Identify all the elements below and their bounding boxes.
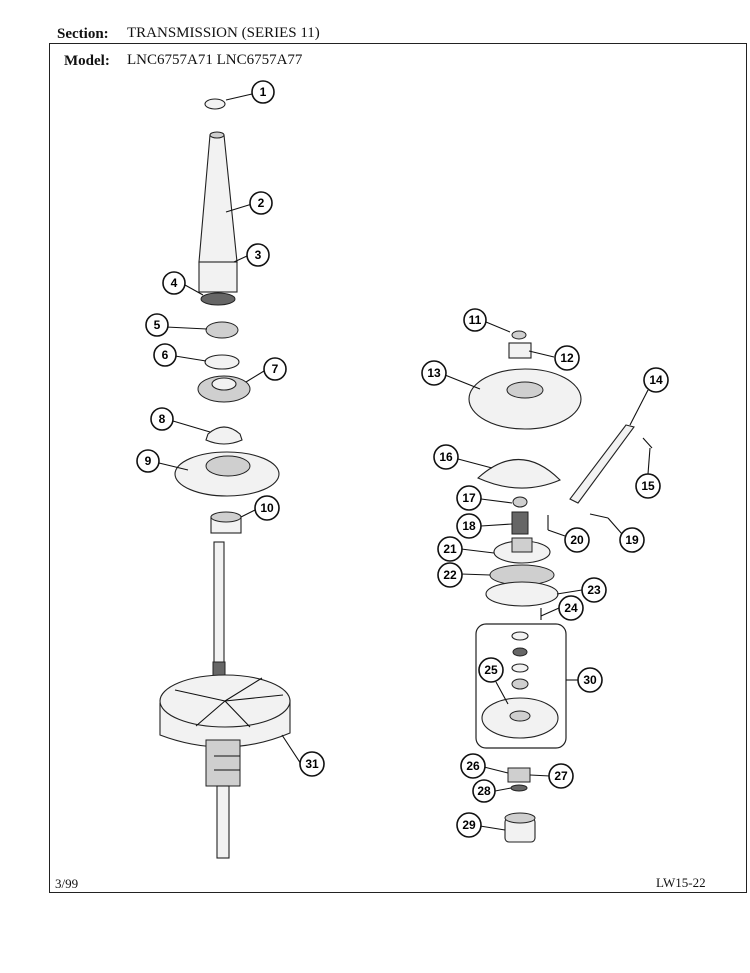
callout-25: 25: [478, 657, 504, 683]
part-16-dome: [477, 459, 561, 489]
svg-text:30: 30: [583, 673, 597, 687]
callout-24: 24: [558, 595, 584, 621]
callout-6: 6: [153, 343, 177, 367]
callout-15: 15: [635, 473, 661, 499]
part-4-seal: [200, 292, 236, 306]
callout-9: 9: [136, 449, 160, 473]
section-label: Section:: [57, 26, 109, 42]
svg-text:4: 4: [171, 276, 178, 290]
part-6-ring: [204, 354, 240, 370]
svg-text:27: 27: [554, 769, 568, 783]
part-17-cap: [512, 496, 528, 508]
callout-8: 8: [150, 407, 174, 431]
svg-text:8: 8: [159, 412, 166, 426]
footer-date: 3/99: [55, 876, 79, 891]
part-28-washer: [510, 784, 528, 792]
callout-27: 27: [548, 763, 574, 789]
callout-23: 23: [581, 577, 607, 603]
callout-19: 19: [619, 527, 645, 553]
part-10-top: [210, 511, 242, 523]
callout-31: 31: [299, 751, 325, 777]
svg-text:2: 2: [258, 196, 265, 210]
callout-22: 22: [437, 562, 463, 588]
svg-text:14: 14: [649, 373, 663, 387]
part-3-collar: [198, 261, 238, 293]
svg-text:7: 7: [272, 362, 279, 376]
part-1-ring: [204, 98, 226, 110]
model-label: Model:: [64, 53, 110, 69]
callout-28: 28: [472, 779, 496, 803]
svg-text:11: 11: [469, 313, 482, 327]
callout-7: 7: [263, 357, 287, 381]
part-14-lever: [569, 424, 635, 504]
callout-21: 21: [437, 536, 463, 562]
svg-text:25: 25: [484, 663, 498, 677]
part-2-top: [209, 131, 225, 139]
callout-16: 16: [433, 444, 459, 470]
part-31-lower-gear: [205, 739, 241, 787]
callout-12: 12: [554, 345, 580, 371]
callout-3: 3: [246, 243, 270, 267]
svg-text:5: 5: [154, 318, 161, 332]
part-18-spring: [511, 511, 529, 535]
callout-18: 18: [456, 513, 482, 539]
callout-26: 26: [460, 753, 486, 779]
svg-text:31: 31: [305, 757, 319, 771]
part-27-nut: [507, 767, 531, 783]
callout-17: 17: [456, 485, 482, 511]
callout-2: 2: [249, 191, 273, 215]
part-11-nut: [511, 330, 527, 340]
part-8-cone: [205, 426, 243, 445]
callout-20: 20: [564, 527, 590, 553]
svg-text:18: 18: [462, 519, 476, 533]
svg-text:15: 15: [641, 479, 655, 493]
part-19-pin: [589, 513, 609, 519]
callout-11: 11: [463, 308, 487, 332]
callout-30: 30: [577, 667, 603, 693]
svg-text:29: 29: [462, 818, 476, 832]
diagram-frame: [49, 43, 747, 893]
svg-text:17: 17: [462, 491, 476, 505]
svg-text:28: 28: [477, 784, 491, 798]
svg-text:16: 16: [439, 450, 453, 464]
model-value: LNC6757A71 LNC6757A77: [127, 52, 303, 68]
part-7-hub: [211, 377, 237, 391]
svg-text:3: 3: [255, 248, 262, 262]
callout-13: 13: [421, 360, 447, 386]
footer-page-code: LW15-22: [656, 875, 706, 890]
section-value: TRANSMISSION (SERIES 11): [127, 25, 320, 41]
svg-text:9: 9: [145, 454, 152, 468]
part-15-screw: [642, 437, 653, 449]
part-12-nut: [508, 342, 532, 359]
svg-text:13: 13: [427, 366, 441, 380]
part-21-hub: [511, 537, 533, 553]
svg-text:19: 19: [625, 533, 639, 547]
svg-text:26: 26: [466, 759, 480, 773]
svg-text:6: 6: [162, 348, 169, 362]
svg-text:24: 24: [564, 601, 578, 615]
callout-5: 5: [145, 313, 169, 337]
part-13-center: [506, 381, 544, 399]
svg-text:21: 21: [443, 542, 457, 556]
svg-text:10: 10: [260, 501, 274, 515]
part-2-tube: [198, 134, 238, 263]
part-31-lower-shaft: [216, 785, 230, 859]
callout-29: 29: [456, 812, 482, 838]
part-5-bearing: [205, 321, 239, 339]
part-9-hub: [205, 455, 251, 477]
svg-text:23: 23: [587, 583, 601, 597]
callout-10: 10: [254, 495, 280, 521]
leader-lines: [158, 93, 651, 831]
svg-text:12: 12: [560, 351, 574, 365]
callout-14: 14: [643, 367, 669, 393]
callout-1: 1: [251, 80, 275, 104]
part-23-plate: [485, 581, 559, 607]
callout-4: 4: [162, 271, 186, 295]
part-13-cover: [468, 368, 582, 430]
svg-text:1: 1: [260, 85, 267, 99]
svg-text:20: 20: [570, 533, 584, 547]
svg-text:22: 22: [443, 568, 457, 582]
